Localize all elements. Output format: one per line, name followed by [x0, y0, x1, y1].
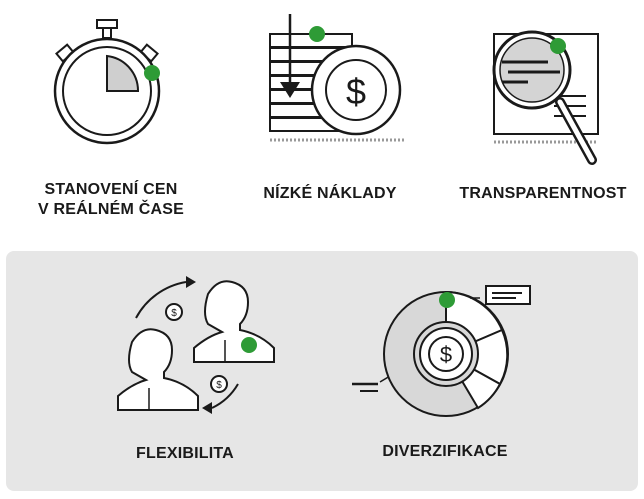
- feature-label-real-time-pricing: STANOVENÍ CEN V REÁLNÉM ČASE: [38, 181, 184, 218]
- coin-stack-icon: $: [269, 14, 405, 142]
- donut-chart-icon: $: [352, 285, 531, 417]
- feature-label-diversification: DIVERZIFIKACE: [382, 443, 508, 460]
- stopwatch-icon: [53, 19, 161, 145]
- svg-text:$: $: [440, 342, 452, 367]
- people-exchange-icon: $ $: [117, 276, 275, 414]
- svg-text:$: $: [346, 71, 366, 112]
- feature-panel: [6, 251, 638, 491]
- svg-text:$: $: [216, 380, 222, 391]
- magnifier-icon: [492, 30, 599, 165]
- feature-label-transparency: TRANSPARENTNOST: [459, 185, 627, 202]
- feature-label-low-costs: NÍZKÉ NÁKLADY: [263, 185, 397, 202]
- svg-text:$: $: [171, 308, 177, 319]
- feature-label-flexibility: FLEXIBILITA: [136, 445, 234, 462]
